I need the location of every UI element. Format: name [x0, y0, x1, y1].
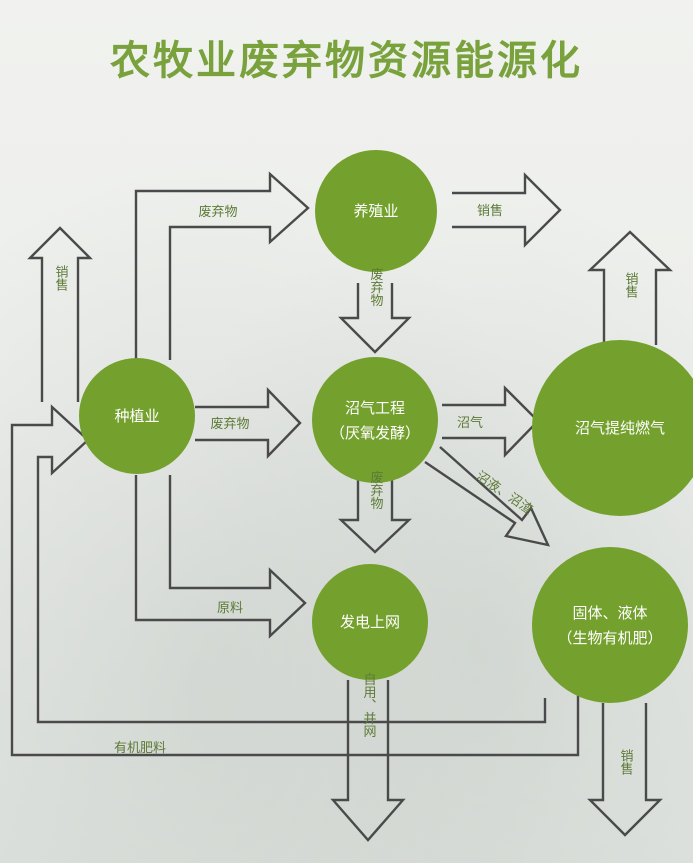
label-feiqiwu-mid: 废弃物 — [210, 416, 249, 432]
label-ziyong-bingwang: 自用、并网 — [361, 673, 377, 738]
arrow-zhongzhi-sale-up — [27, 226, 93, 402]
arrow-zhaoqi-to-guti — [424, 446, 551, 547]
node-yangzhi-label: 养殖业 — [353, 202, 398, 220]
arrow-fadian-down — [330, 680, 406, 842]
arrow-layer — [10, 171, 674, 842]
node-tichun-circle — [532, 340, 693, 516]
arrow-zhongzhi-to-fadian — [134, 475, 307, 639]
label-feiqiwu-top: 废弃物 — [198, 204, 237, 220]
node-zhongzhi-circle — [79, 358, 195, 474]
label-feiqiwu-vertical-2: 废弃物 — [368, 470, 384, 511]
node-guti-circle — [532, 547, 688, 703]
label-xiaoshou-left: 销售 — [53, 265, 69, 291]
node-fadian-circle — [312, 564, 428, 680]
arrow-tichun-sale-up — [586, 230, 674, 345]
arrow-yangzhi-to-zhaoqi — [338, 283, 412, 354]
node-zhongzhi-label: 种植业 — [114, 407, 159, 425]
label-feiqiwu-vertical-1: 废弃物 — [368, 267, 384, 308]
arrow-youji-loop-outer — [10, 404, 580, 757]
arrow-labels: 废弃物 废弃物 销售 沼气 原料 有机肥料 沼液、沼渣 销售 销售 废弃物 废弃… — [53, 203, 639, 775]
node-labels: 种植业 养殖业 沼气工程 （厌氧发酵） 沼气提纯燃气 发电上网 固体、液体 （生… — [114, 202, 665, 647]
arrow-zhongzhi-to-yangzhi — [134, 171, 310, 370]
label-zhaoye-zhaozha: 沼液、沼渣 — [473, 469, 535, 518]
label-xiaoshou-top: 销售 — [477, 203, 503, 219]
label-zhaoqi: 沼气 — [457, 415, 483, 431]
label-xiaoshou-bottom: 销售 — [618, 749, 634, 775]
node-tichun-label: 沼气提纯燃气 — [575, 419, 665, 437]
node-yangzhi-circle — [315, 150, 437, 272]
page-title: 农牧业废弃物资源能源化 — [110, 37, 583, 84]
node-zhaoqi-label-1: 沼气工程 — [345, 399, 405, 417]
label-xiaoshou-right: 销售 — [623, 272, 639, 298]
label-yuanliao: 原料 — [217, 601, 243, 616]
arrow-zhaoqi-to-fadian — [337, 480, 413, 554]
node-zhaoqi-circle — [312, 357, 438, 483]
arrow-zhongzhi-to-zhaoqi — [195, 387, 302, 459]
node-guti-label-1: 固体、液体 — [572, 604, 647, 622]
label-youji-feiliao: 有机肥料 — [114, 741, 166, 756]
node-zhaoqi-label-2: （厌氧发酵） — [330, 424, 420, 442]
arrow-yangzhi-sale-right — [452, 172, 562, 248]
node-guti-label-2: （生物有机肥） — [557, 629, 662, 647]
nodes-layer — [79, 150, 693, 703]
node-fadian-label: 发电上网 — [340, 613, 400, 631]
arrow-guti-sale-down — [587, 703, 663, 837]
